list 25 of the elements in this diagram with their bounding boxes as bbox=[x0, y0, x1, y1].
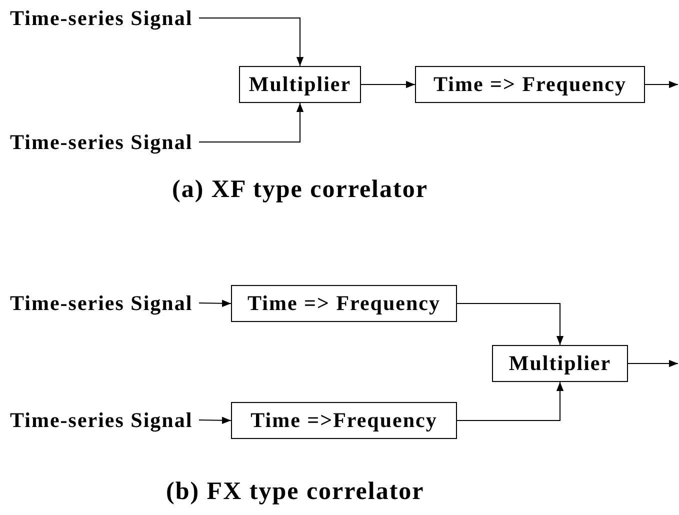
arrow bbox=[456, 382, 564, 421]
arrow bbox=[360, 80, 416, 88]
arrow bbox=[198, 300, 232, 307]
signal-label: Time-series Signal bbox=[10, 291, 199, 315]
arrow bbox=[628, 360, 678, 368]
box-label: Multiplier bbox=[508, 351, 612, 376]
process-box bbox=[492, 345, 628, 382]
process-box bbox=[231, 285, 457, 322]
box-label: Multiplier bbox=[248, 72, 352, 97]
signal-label: Time-series Signal bbox=[10, 130, 199, 154]
box-label: Time =>Frequency bbox=[250, 408, 438, 433]
arrow bbox=[198, 18, 304, 66]
figure-caption: (a) XF type correlator bbox=[172, 176, 428, 204]
box-label: Time => Frequency bbox=[248, 291, 440, 316]
signal-label: Time-series Signal bbox=[10, 408, 199, 432]
process-box bbox=[415, 66, 645, 103]
figure-caption: (b) FX type correlator bbox=[166, 478, 424, 506]
signal-label: Time-series Signal bbox=[10, 6, 199, 30]
arrow bbox=[644, 80, 678, 88]
arrow bbox=[198, 102, 304, 142]
process-box bbox=[239, 66, 361, 103]
process-box bbox=[231, 402, 457, 439]
box-label: Time => Frequency bbox=[434, 72, 626, 97]
arrow bbox=[456, 303, 564, 346]
arrow bbox=[198, 416, 232, 424]
